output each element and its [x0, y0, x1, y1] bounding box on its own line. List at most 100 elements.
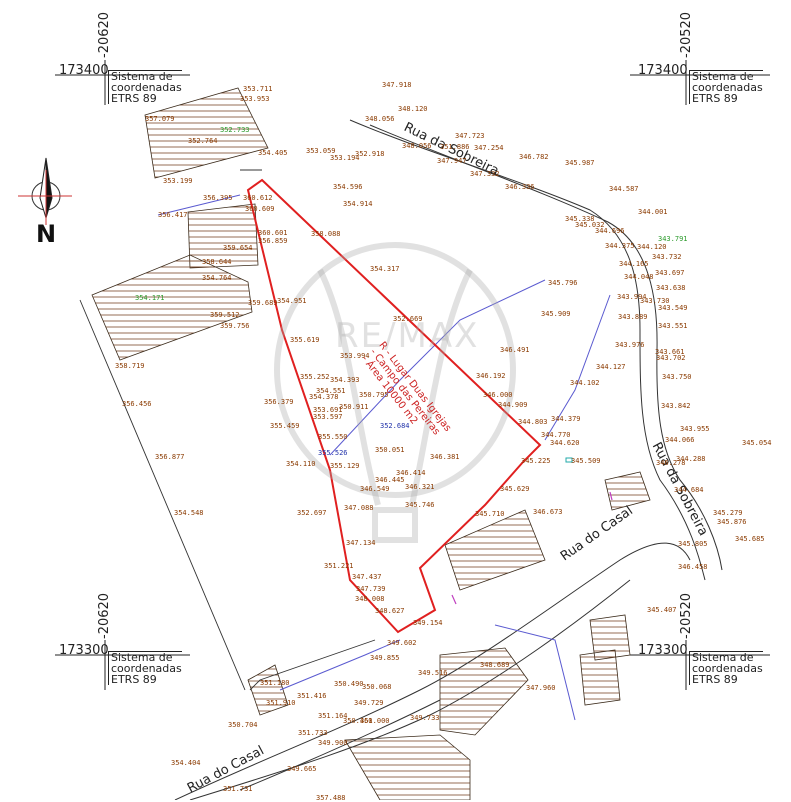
- elevation-value: 360.609: [245, 205, 275, 213]
- elevation-value: 348.008: [355, 595, 385, 603]
- elevation-value: 349.733: [410, 714, 440, 722]
- elevation-value: 345.685: [735, 535, 765, 543]
- elevation-value: 343.702: [656, 354, 686, 362]
- elevation-value: 351.164: [318, 712, 348, 720]
- elevation-value: 347.918: [382, 81, 412, 89]
- elevation-value: 356.395: [203, 194, 233, 202]
- elevation-value: 353.059: [306, 147, 336, 155]
- elevation-value: 351.886: [440, 143, 470, 151]
- elevation-value: 343.994: [617, 293, 647, 301]
- elevation-value: 354.393: [330, 376, 360, 384]
- elevation-value: 359.689: [248, 299, 278, 307]
- elevation-value: 354.404: [171, 759, 201, 767]
- elevation-value: 350.911: [339, 403, 369, 411]
- elevation-value: 343.955: [680, 425, 710, 433]
- northing-top-right: 173400: [638, 63, 688, 78]
- elevation-value: 354.764: [202, 274, 232, 282]
- elevation-value: 345.796: [548, 279, 578, 287]
- elevation-value: 344.803: [518, 418, 548, 426]
- buildings: [91, 87, 651, 800]
- elevation-value: 352.733: [220, 126, 250, 134]
- elevation-value: 343.551: [658, 322, 688, 330]
- roads: [174, 119, 723, 800]
- elevation-value: 347.947: [437, 157, 467, 165]
- elevation-value: 344.120: [637, 243, 667, 251]
- boundary-lines: [79, 169, 376, 691]
- elevation-value: 351.731: [223, 785, 253, 793]
- utility-lines: [157, 194, 611, 721]
- easting-top-right: -20520: [679, 11, 694, 58]
- elevation-value: 346.782: [519, 153, 549, 161]
- elevation-value: 344.684: [674, 486, 704, 494]
- northing-bottom-right: 173300: [638, 643, 688, 658]
- elevation-value: 350.490: [334, 680, 364, 688]
- elevation-value: 347.332: [470, 170, 500, 178]
- elevation-value: 353.194: [330, 154, 360, 162]
- elevation-value: 348.689: [480, 661, 510, 669]
- elevation-value: 347.723: [455, 132, 485, 140]
- elevation-value: 354.317: [370, 265, 400, 273]
- elevation-value: 344.001: [638, 208, 668, 216]
- elevation-value: 353.691: [313, 406, 343, 414]
- elevation-value: 354.551: [316, 387, 346, 395]
- elevation-value: 347.960: [526, 684, 556, 692]
- elevation-value: 343.549: [658, 304, 688, 312]
- elevation-value: 343.697: [655, 269, 685, 277]
- elevation-value: 345.629: [500, 485, 530, 493]
- northing-top-left: 173400: [59, 63, 109, 78]
- elevation-value: 354.378: [309, 393, 339, 401]
- elevation-value: 351.416: [297, 692, 327, 700]
- elevation-value: 344.379: [551, 415, 581, 423]
- elevation-value: 349.516: [418, 669, 448, 677]
- elevation-value: 355.526: [318, 449, 348, 457]
- easting-bottom-right: -20520: [679, 592, 694, 639]
- elevation-value: 350.460: [343, 717, 373, 725]
- elevation-value: 359.756: [220, 322, 250, 330]
- elevation-value: 351.733: [298, 729, 328, 737]
- elevation-value: 354.914: [343, 200, 373, 208]
- elevation-value: 351.910: [266, 699, 296, 707]
- elevation-value: 346.673: [533, 508, 563, 516]
- elevation-value: 346.445: [375, 476, 405, 484]
- elevation-value: 344.587: [609, 185, 639, 193]
- elevation-value: 344.048: [624, 273, 654, 281]
- elevation-value: 353.994: [340, 352, 370, 360]
- north-label: N: [36, 220, 57, 248]
- elevation-value: 353.953: [240, 95, 270, 103]
- elevation-value: 351.000: [360, 717, 390, 725]
- elevation-value: 347.088: [344, 504, 374, 512]
- elevation-value: 356.859: [258, 237, 288, 245]
- elevation-value: 350.068: [362, 683, 392, 691]
- elevation-value: 350.051: [375, 446, 405, 454]
- elevation-value: 343.661: [655, 348, 685, 356]
- elevation-value: 345.338: [565, 215, 595, 223]
- elevation-value: 358.644: [202, 258, 232, 266]
- elevation-value: 354.951: [277, 297, 307, 305]
- elevation-value: 352.764: [188, 137, 218, 145]
- elevation-value: 343.889: [618, 313, 648, 321]
- elevation-value: 343.842: [661, 402, 691, 410]
- elevation-value: 354.110: [286, 460, 316, 468]
- elevation-value: 345.407: [647, 606, 677, 614]
- elevation-value: 357.488: [316, 794, 346, 802]
- elevation-value: 351.221: [324, 562, 354, 570]
- elevation-value: 348.120: [398, 105, 428, 113]
- elevation-value: 345.805: [678, 540, 708, 548]
- elevation-value: 356.417: [158, 211, 188, 219]
- elevation-value: 345.876: [717, 518, 747, 526]
- elevation-value: 358.088: [311, 230, 341, 238]
- elevation-value: 355.550: [318, 433, 348, 441]
- elevation-value: 346.491: [500, 346, 530, 354]
- elevation-value: 349.900: [318, 739, 348, 747]
- elevation-value: 345.054: [742, 439, 772, 447]
- elevation-value: 343.732: [652, 253, 682, 261]
- elevation-value: 351.180: [260, 679, 290, 687]
- elevation-value: 347.254: [474, 144, 504, 152]
- elevation-value: 345.509: [571, 457, 601, 465]
- elevation-value: 359.512: [210, 311, 240, 319]
- elevation-value: 347.134: [346, 539, 376, 547]
- elevation-value: 345.225: [521, 457, 551, 465]
